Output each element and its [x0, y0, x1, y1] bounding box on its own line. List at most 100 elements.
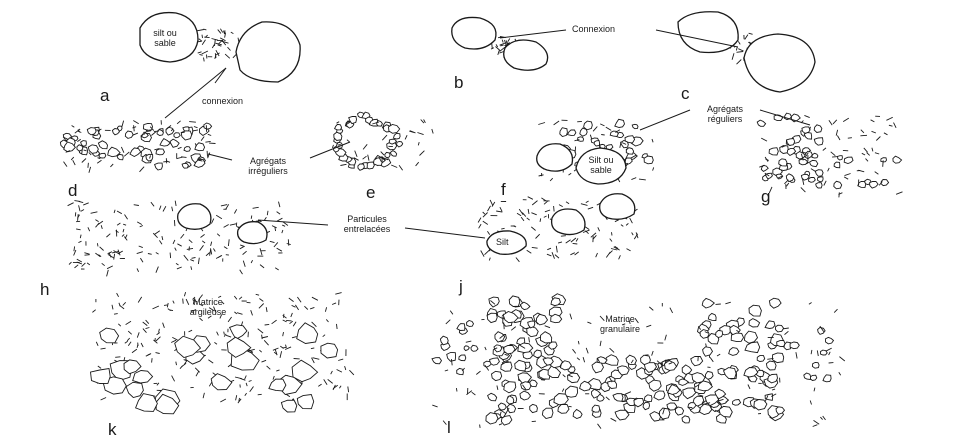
panel-h-fiber	[88, 227, 90, 231]
panel-g-aggregate-grain	[838, 156, 843, 160]
panel-k-clay-particle	[276, 370, 279, 371]
panel-l-matrix-grain	[716, 330, 723, 337]
panel-h-fiber	[177, 267, 182, 269]
panel-g-clay-particle	[875, 153, 879, 154]
panel-h-fiber	[125, 235, 127, 239]
panel-h-fiber	[216, 215, 222, 218]
panel-l-matrix-grain	[643, 402, 649, 409]
panel-g-clay-particle	[810, 127, 811, 130]
panel-k-clay-particle	[226, 335, 231, 337]
panel-h-fiber	[176, 263, 179, 265]
panel-l-clay-particle	[573, 349, 576, 353]
panel-j-fiber	[501, 228, 504, 229]
panel-k-clay-particle	[259, 304, 264, 309]
panel-g-aggregate-grain	[804, 133, 811, 140]
panel-j-fiber	[545, 210, 550, 212]
panel-h-fiber	[243, 261, 245, 267]
panel-c-clay-particle	[737, 52, 744, 53]
panel-l-clay-particle	[834, 309, 837, 312]
panel-l-matrix-grain	[457, 324, 465, 331]
panel-l-matrix-grain	[729, 348, 739, 356]
panel-f-clay-particle	[590, 135, 591, 139]
panel-j-fiber	[516, 258, 520, 262]
panel-g-clay-particle	[871, 120, 875, 122]
panel-j-fiber	[531, 213, 536, 215]
panel-g-aggregate-grain	[809, 177, 816, 182]
panel-c-clay-particle	[738, 41, 740, 44]
panel-l-matrix-grain	[703, 347, 713, 356]
panel-k-clay-particle	[164, 305, 167, 306]
label-particules-line2: entrelacées	[330, 224, 404, 234]
label-agregats-irreguliers: Agrégats irréguliers	[233, 156, 303, 176]
panel-f-clay-particle	[538, 123, 545, 125]
panel-l-matrix-grain	[498, 403, 506, 410]
label-agregats-irreguliers-line1: Agrégats	[233, 156, 303, 166]
panel-g-aggregate-grain	[844, 157, 853, 163]
panel-h-fiber	[107, 266, 113, 269]
grain-outlines-layer	[140, 12, 815, 255]
panel-l-clay-particle	[811, 350, 812, 354]
panel-l-clay-particle	[504, 322, 505, 329]
panel-l-matrix-grain	[790, 342, 799, 349]
panel-l-matrix-grain	[744, 331, 757, 343]
panel-l-matrix-grain	[757, 356, 765, 362]
pointer-agregats-reg-2	[760, 110, 810, 125]
panel-c-clay-particle	[749, 33, 753, 34]
panel-g-aggregate-grain	[893, 156, 902, 163]
panel-j-fiber	[573, 243, 578, 244]
panel-l-clay-particle	[432, 405, 437, 407]
panel-h-fiber	[264, 217, 266, 220]
panel-h-fiber	[134, 205, 139, 206]
panel-h-fiber	[75, 265, 79, 268]
panel-k-clay-particle	[312, 297, 318, 300]
panel-d-clay-particle	[195, 143, 196, 146]
panel-h-fiber	[189, 240, 192, 243]
panel-k-clay-particle	[295, 305, 298, 310]
panel-k-clay-particle	[127, 338, 130, 341]
panel-j-fiber	[571, 238, 576, 242]
panel-k-clay-particle	[224, 332, 225, 335]
panel-f-clay-particle	[550, 178, 553, 181]
panel-l-clay-particle	[839, 357, 844, 361]
panel-l-matrix-grain	[536, 314, 547, 325]
panel-l-clay-particle	[577, 358, 580, 360]
panel-l-clay-particle	[813, 425, 818, 427]
panel-j-fiber	[528, 209, 529, 214]
panel-g-aggregate-grain	[814, 138, 823, 146]
panel-d-aggregate-grain	[204, 123, 212, 129]
panel-k-clay-particle	[289, 298, 294, 302]
panel-l-clay-particle	[450, 311, 453, 315]
label-matrice-arg-line1: Matrice	[178, 297, 238, 307]
panel-g-clay-particle	[862, 153, 865, 155]
panel-b-clay-particle	[496, 47, 501, 51]
panel-l-matrix-grain	[565, 386, 578, 397]
panel-h-fiber	[251, 260, 253, 263]
panel-g-clay-particle	[831, 152, 836, 156]
panel-l-matrix-grain	[471, 345, 478, 351]
panel-d-aggregate-grain	[87, 128, 96, 135]
panel-k-clay-particle	[128, 342, 131, 346]
panel-d-clay-particle	[181, 132, 185, 133]
panel-k-clay-particle	[200, 318, 203, 321]
panel-j-fiber	[615, 220, 619, 222]
panel-k-clay-particle	[153, 306, 159, 309]
panel-h-fiber	[101, 225, 102, 229]
panel-h-fiber	[224, 247, 227, 249]
panel-k-clay-particle	[283, 332, 284, 336]
panel-k-clay-particle	[195, 368, 200, 373]
panel-k-clay-particle	[220, 399, 226, 402]
panel-g-clay-particle	[875, 172, 879, 175]
panel-h-fiber	[174, 220, 175, 226]
panel-d-aggregate-grain	[117, 154, 123, 159]
panel-k-clay-particle	[312, 322, 317, 327]
panel-h-fiber	[190, 260, 194, 262]
panel-l-clay-particle	[829, 352, 831, 355]
panel-k-clay-particle	[293, 322, 296, 327]
panel-j-fiber	[536, 234, 540, 238]
panel-d-clay-particle	[208, 134, 211, 135]
panel-h-fiber	[181, 234, 185, 238]
panel-j-fiber	[540, 218, 541, 222]
panel-d-aggregate-grain	[99, 153, 106, 158]
panel-l-clay-particle	[710, 357, 713, 361]
panel-g-clay-particle	[833, 120, 837, 124]
